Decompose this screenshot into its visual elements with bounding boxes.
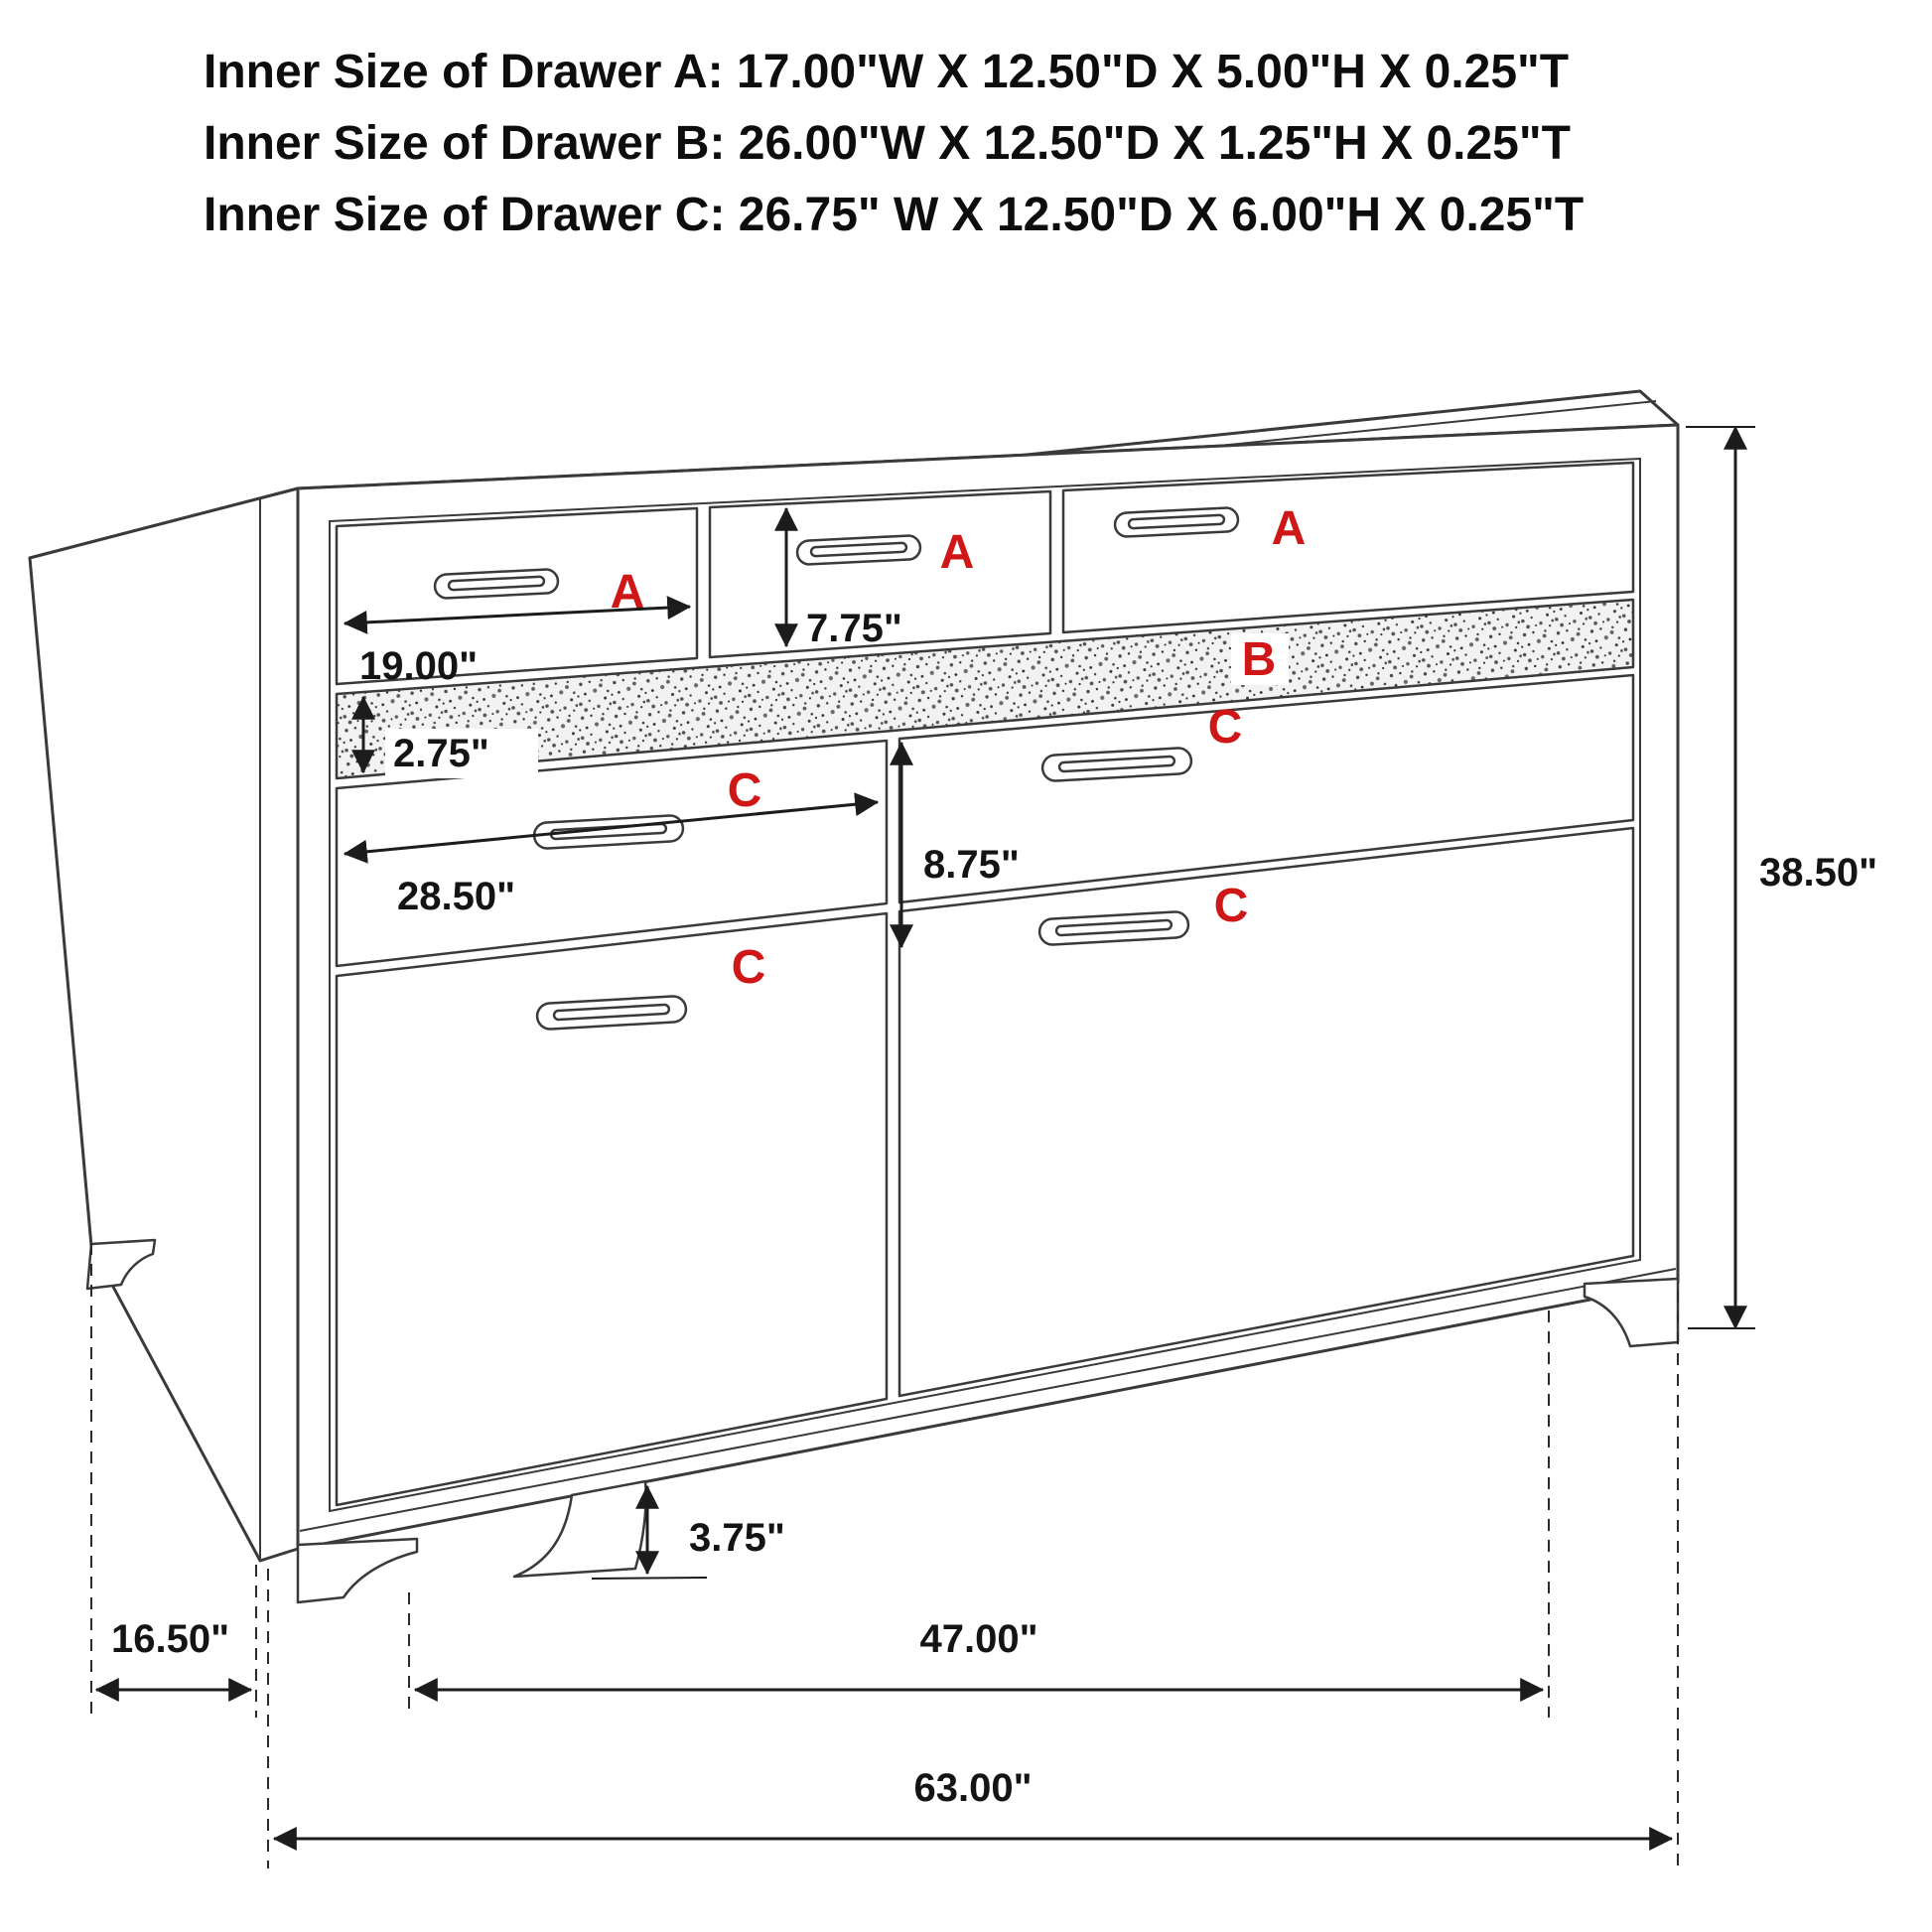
drawer-handle-icon [433,568,560,600]
dim-text-overall-height: 38.50" [1759,851,1877,895]
label-b-backing [1231,633,1289,685]
dim-arrow-drawer-c-width [343,792,880,864]
label-drawer-b-strip: B [1242,633,1277,686]
dim-text-between-feet-width: 47.00" [919,1617,1037,1661]
drawer-handle-icon [535,995,688,1031]
label-drawer-c-upper-right: C [1208,701,1243,754]
header-line-drawer-c: Inner Size of Drawer C: 26.75" W X 12.50… [204,189,1584,241]
drawer-c-lower-right-front [897,826,1635,1398]
drawer-handle-icon [1037,910,1190,946]
header: Inner Size of Drawer A: 17.00"W X 12.50"… [204,46,1584,241]
front-right-foot [1583,1277,1680,1348]
dim-text-strip-front-height: 2.75" [393,732,489,775]
dim-text-drawer-a-width: 19.00" [359,644,478,688]
dim-text-drawer-c-front-height: 8.75" [923,843,1020,887]
label-drawer-c-lower-right: C [1214,880,1249,932]
label-drawer-c-lower-left: C [732,941,766,994]
drawer-handle-icon [1113,506,1240,538]
drawer-a-top-right-front [1061,461,1635,634]
tick-floor-line [591,1577,708,1580]
dimension-annotations: 19.00" 7.75" 2.75" 28.50" 8.75" 38.50" 3… [90,425,1877,1868]
label-drawer-a-top-middle: A [940,526,975,579]
dim-text-foot-height: 3.75" [689,1516,785,1560]
drawer-b-jewelry-strip-front [335,598,1635,780]
header-line-drawer-b: Inner Size of Drawer B: 26.00"W X 12.50"… [204,117,1571,170]
dim-text-strip-backing [385,729,538,778]
dresser-front-inner-frame [329,457,1641,1513]
dim-text-overall-width: 63.00" [913,1766,1032,1810]
dresser-bottom-molding-line [299,1268,1677,1532]
label-drawer-c-upper-left: C [728,764,762,817]
header-line-drawer-a: Inner Size of Drawer A: 17.00"W X 12.50"… [204,46,1569,98]
dim-arrow-drawer-a-width [343,596,692,634]
label-drawer-a-top-right: A [1272,502,1307,555]
drawer-handle-icon [1040,747,1193,782]
dim-text-side-depth: 16.50" [111,1617,229,1661]
back-left-foot [85,1238,157,1291]
dim-text-drawer-c-width: 28.50" [397,875,515,918]
drawer-handle-icon [795,534,922,566]
drawer-c-lower-left-front [335,911,889,1507]
front-left-foot [296,1537,419,1604]
drawers [335,461,1635,1507]
dim-text-drawer-a-front-height: 7.75" [806,607,902,650]
dresser-left-side-panel [28,486,300,1563]
